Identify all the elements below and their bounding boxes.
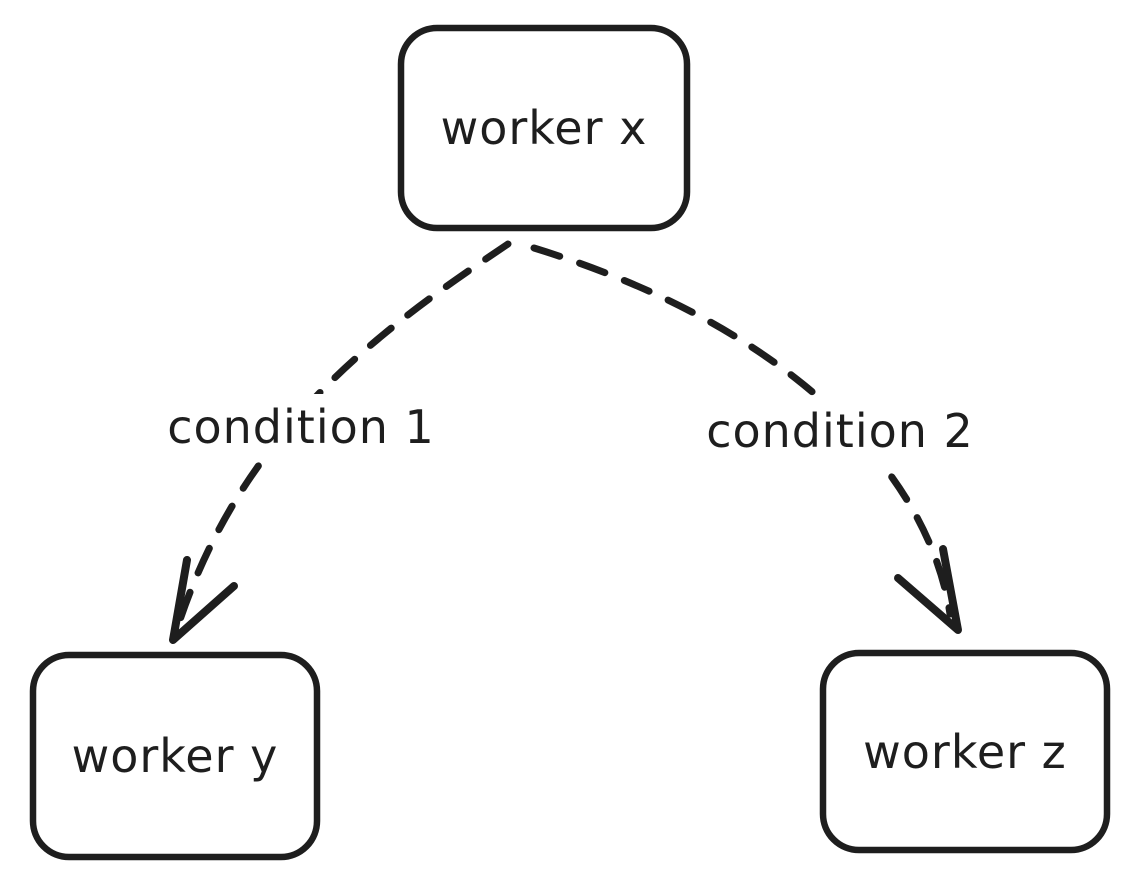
node-label-worker-y: worker y	[71, 729, 279, 783]
node-box-worker-z	[819, 649, 1111, 854]
node-label-worker-z: worker z	[863, 724, 1067, 779]
arrowhead-worker-y	[169, 556, 238, 644]
edge-label-condition-1: condition 1	[155, 394, 447, 460]
node-box-worker-y	[29, 651, 321, 861]
arrowhead-worker-z	[894, 545, 962, 634]
edge-label-condition-2: condition 2	[694, 398, 986, 464]
node-label-worker-x: worker x	[440, 101, 648, 155]
node-box-worker-x	[397, 24, 691, 232]
